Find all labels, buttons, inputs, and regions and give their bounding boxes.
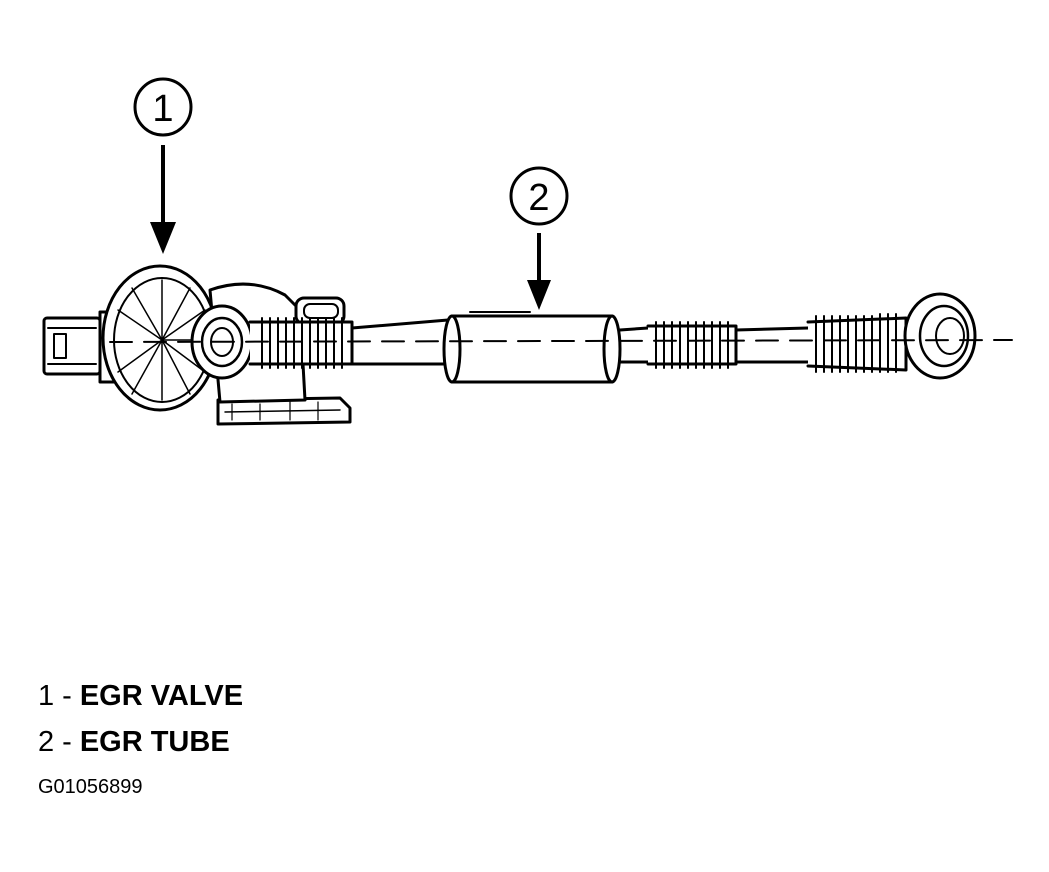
callout-2: 2 — [509, 166, 569, 310]
legend-separator: - — [62, 726, 72, 758]
egr-diagram: 1 2 — [42, 77, 1013, 426]
callout-1-number: 1 — [152, 88, 173, 130]
legend-label: EGR VALVE — [79, 680, 244, 712]
callout-2-number: 2 — [528, 177, 549, 219]
legend-separator: - — [62, 680, 72, 712]
egr-tube-drawing — [248, 292, 977, 384]
callout-1: 1 — [133, 77, 193, 254]
legend-item-egr-tube: 2-EGR TUBE — [38, 728, 230, 757]
legend-number: 2 — [38, 726, 55, 758]
egr-valve-drawing — [42, 264, 352, 426]
figure-id: G01056899 — [38, 776, 143, 798]
legend-item-egr-valve: 1-EGR VALVE — [38, 682, 243, 711]
centerline — [109, 339, 1013, 343]
legend-number: 1 — [38, 680, 55, 712]
legend-label: EGR TUBE — [79, 726, 230, 758]
